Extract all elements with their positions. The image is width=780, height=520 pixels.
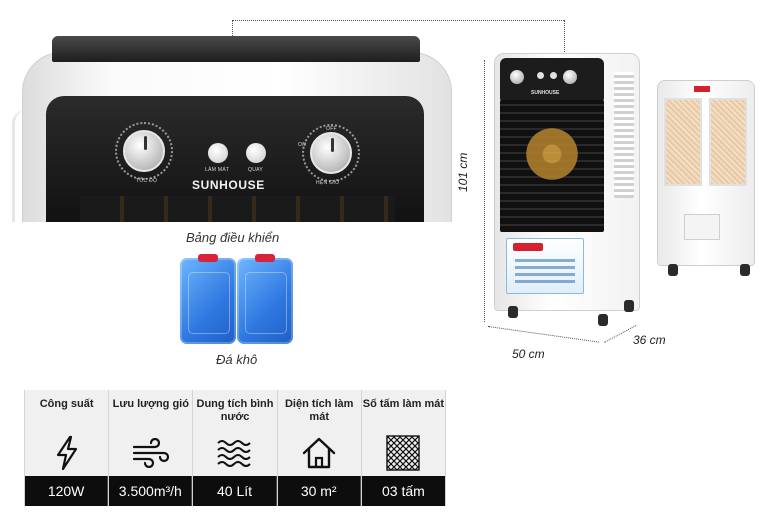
height-dimension-line [484, 60, 485, 322]
side-vent [614, 72, 634, 198]
spec-airflow: Lưu lượng gió 3.500m³/h [109, 390, 194, 506]
front-wheel-back [624, 300, 634, 312]
spec-value: 40 Lít [193, 476, 277, 506]
panel-callout-left [232, 20, 233, 36]
spec-value: 120W [25, 476, 109, 506]
spec-water-tank: Dung tích bình nước 40 Lít [193, 390, 278, 506]
front-brand-logo: SUNHOUSE [531, 90, 560, 96]
depth-dimension: 36 cm [633, 333, 666, 347]
spec-cooling-area: Diện tích làm mát 30 m² [277, 390, 362, 506]
speed-knob-ring [115, 122, 173, 180]
panel-louver [80, 196, 395, 222]
speed-knob-label: TỐC ĐỘ [136, 178, 158, 184]
front-timer-knob [563, 70, 577, 84]
control-panel-caption: Bảng điều khiển [186, 230, 280, 245]
back-cooling-pad-left [664, 98, 702, 186]
front-swing-button [550, 72, 557, 79]
cooling-button-label: LÀM MÁT [205, 167, 230, 173]
swing-button-label: QUAY [248, 167, 263, 173]
wind-icon [132, 438, 169, 468]
back-wheel-right [740, 264, 750, 276]
panel-callout-drop [564, 20, 565, 60]
cooling-pad-icon [386, 435, 421, 471]
front-wheel-right [598, 314, 608, 326]
width-dimension-line [487, 326, 599, 343]
back-water-plate [684, 214, 720, 240]
depth-dimension-line [604, 325, 637, 343]
spec-label: Diện tích làm mát [277, 390, 361, 430]
house-icon [303, 437, 336, 469]
swing-button [246, 143, 266, 163]
spec-table: Công suất 120W Lưu lượng gió 3.500m³/h D… [24, 390, 447, 506]
back-top-tag [694, 86, 710, 92]
front-promo-label [506, 238, 584, 294]
spec-value: 3.500m³/h [109, 476, 193, 506]
spec-cooling-pads: Số tấm làm mát 03 tấm [361, 390, 447, 506]
cooler-lid [52, 36, 420, 62]
spec-label: Công suất [25, 390, 109, 430]
spec-label: Dung tích bình nước [193, 390, 277, 430]
panel-brand-logo: SUNHOUSE [192, 178, 265, 192]
water-waves-icon [217, 440, 251, 467]
cooling-button [208, 143, 228, 163]
height-dimension: 101 cm [456, 152, 470, 192]
timer-knob-label: HẸN GIỜ [316, 180, 340, 186]
ice-pack-left [180, 254, 236, 344]
ice-pack-right [237, 254, 293, 344]
speed-knob [123, 130, 165, 172]
spec-label: Lưu lượng gió [109, 390, 193, 430]
timer-off-label: OFF [326, 126, 337, 132]
spec-label: Số tấm làm mát [361, 390, 446, 430]
width-dimension: 50 cm [512, 347, 545, 361]
panel-callout-line [232, 20, 564, 21]
timer-on-label: ON [298, 142, 307, 148]
power-cord [12, 110, 26, 222]
spec-value: 03 tấm [361, 476, 446, 506]
front-cool-button [537, 72, 544, 79]
front-speed-knob [510, 70, 524, 84]
timer-knob [310, 132, 352, 174]
front-wheel-left [508, 306, 518, 318]
lightning-icon [56, 435, 77, 471]
ice-pack-caption: Đá khô [216, 352, 258, 367]
back-wheel-left [668, 264, 678, 276]
spec-value: 30 m² [277, 476, 361, 506]
spec-power: Công suất 120W [25, 390, 110, 506]
front-fan [512, 114, 592, 194]
back-cooling-pad-right [709, 98, 747, 186]
timer-knob-ring [302, 124, 360, 182]
control-panel-photo: TỐC ĐỘ LÀM MÁT QUAY OFF ON HẸN GIỜ SUNHO… [0, 0, 455, 222]
